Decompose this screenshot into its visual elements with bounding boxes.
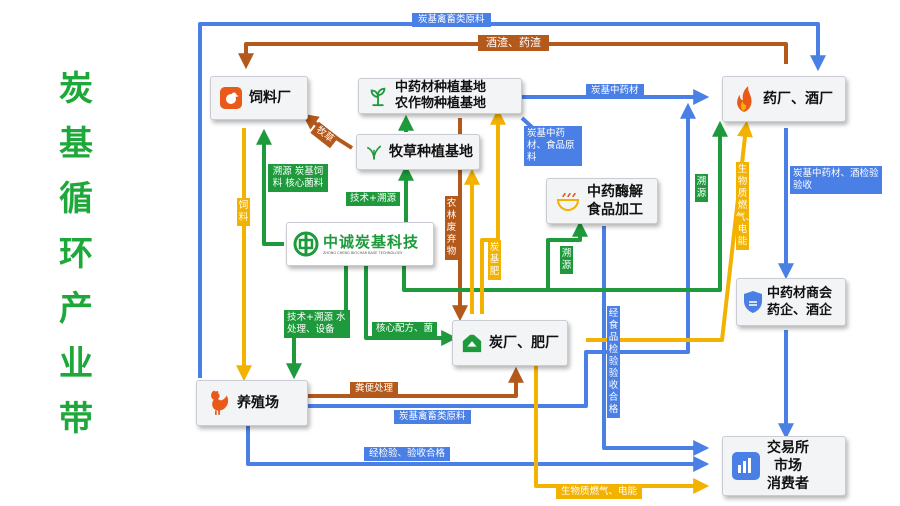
side-title-char: 产: [59, 289, 93, 329]
rooster-icon: [205, 389, 231, 417]
side-title: 炭基循环产业带: [56, 62, 96, 447]
label-tech-trace: 技术+溯源: [346, 192, 400, 206]
bowl-icon: [555, 189, 581, 213]
arrow-food-inspect: [602, 226, 710, 456]
node-label-line2: 市场: [774, 458, 802, 474]
label-feed-vertical: 饲料: [237, 198, 250, 226]
arrow-feed-tech: [256, 128, 284, 246]
node-label-line3: 消费者: [767, 476, 809, 492]
label-top-raw: 炭基禽畜类原料: [412, 13, 491, 27]
company-subtitle: ZHONG CHENG BIOCHAR BASE TECHNOLOGY: [323, 250, 403, 255]
node-label-line1: 中药材商会: [767, 286, 833, 301]
side-title-char: 带: [59, 399, 93, 439]
node-label: 炭厂、肥厂: [489, 335, 559, 351]
node-label: 饲料厂: [249, 90, 291, 106]
label-core-formula: 核心配方、菌: [372, 322, 438, 336]
node-label: 养殖场: [237, 395, 279, 411]
arrow-bio-gas-h: [534, 362, 710, 494]
label-feed-tech: 溯源 炭基饲料 核心菌料: [268, 164, 328, 192]
node-label-line2: 食品加工: [587, 202, 643, 218]
node-tcm-food: 中药酶解 食品加工: [546, 178, 658, 224]
label-bio-gas-h: 生物质燃气、电能: [556, 485, 643, 499]
label-tech-water: 技术+溯源 水处理、设备: [284, 310, 350, 338]
label-inspect-pass: 经检验、验收合格: [364, 447, 451, 461]
label-food-inspect: 经食品检验验收合格: [607, 306, 620, 418]
label-dregs: 酒渣、药渣: [478, 35, 549, 51]
label-agri-waste: 农林废弃物: [445, 196, 458, 260]
flame-icon: [731, 85, 757, 113]
company-name: 中诚炭基科技: [323, 232, 420, 251]
factory-icon: [461, 332, 483, 354]
label-bio-gas-v: 生物质燃气、电能: [736, 162, 755, 250]
node-char-fertilizer: 炭厂、肥厂: [452, 320, 568, 366]
grass-icon: [365, 143, 383, 161]
arrow-trace-mid: [546, 220, 588, 290]
node-label-line2: 药企、酒企: [767, 303, 833, 318]
label-trace-right: 溯源: [695, 174, 708, 202]
arrow-inspect-pass: [246, 420, 710, 472]
node-label: 药厂、酒厂: [763, 91, 833, 107]
market-chart-icon: [731, 451, 761, 481]
node-pasture-base: 牧草种植基地: [356, 134, 480, 170]
side-title-char: 环: [59, 234, 93, 274]
label-char-fert: 炭基肥: [488, 240, 501, 280]
node-feed-factory: 饲料厂: [210, 76, 308, 120]
side-title-char: 业: [59, 344, 93, 384]
arrow-manure: [308, 366, 524, 398]
arrow-trace-right: [402, 120, 728, 292]
label-tcm-herbs: 炭基中药材: [586, 84, 644, 98]
node-tcm-market: 中药材商会 药企、酒企: [736, 278, 846, 326]
node-label-line1: 中药材种植基地: [395, 80, 487, 95]
node-label-line1: 中药酶解: [587, 184, 643, 200]
node-exchange: 交易所 市场 消费者: [722, 436, 846, 496]
label-trace-mid: 溯源: [560, 246, 573, 274]
side-title-char: 循: [59, 179, 93, 219]
arrow-char-fert-up: [480, 108, 506, 314]
label-manure: 粪便处理: [350, 382, 399, 396]
arrow-bottom-raw: [308, 102, 696, 408]
node-company: 中诚炭基科技 ZHONG CHENG BIOCHAR BASE TECHNOLO…: [286, 222, 434, 266]
arrow-core-formula: [364, 266, 458, 346]
arrow-top-raw: [198, 22, 826, 378]
side-title-char: 炭: [59, 69, 93, 109]
node-label: 牧草种植基地: [389, 144, 473, 160]
company-logo-icon: [293, 231, 319, 257]
label-bottom-raw: 炭基禽畜类原料: [394, 410, 471, 424]
sprout-icon: [367, 85, 389, 107]
node-breeding-farm: 养殖场: [196, 380, 308, 426]
node-pharma-winery: 药厂、酒厂: [722, 76, 846, 122]
side-title-char: 基: [59, 124, 93, 164]
label-tcm-food-raw: 炭基中药材、食品原料: [524, 126, 582, 166]
node-label-line2: 农作物种植基地: [395, 96, 487, 111]
chicken-feed-icon: [219, 86, 243, 110]
shield-icon: [743, 290, 763, 314]
node-planting-base: 中药材种植基地 农作物种植基地: [358, 78, 522, 114]
node-label-line1: 交易所: [767, 440, 809, 456]
label-herb-inspect: 炭基中药材、酒检验验收: [790, 166, 882, 194]
